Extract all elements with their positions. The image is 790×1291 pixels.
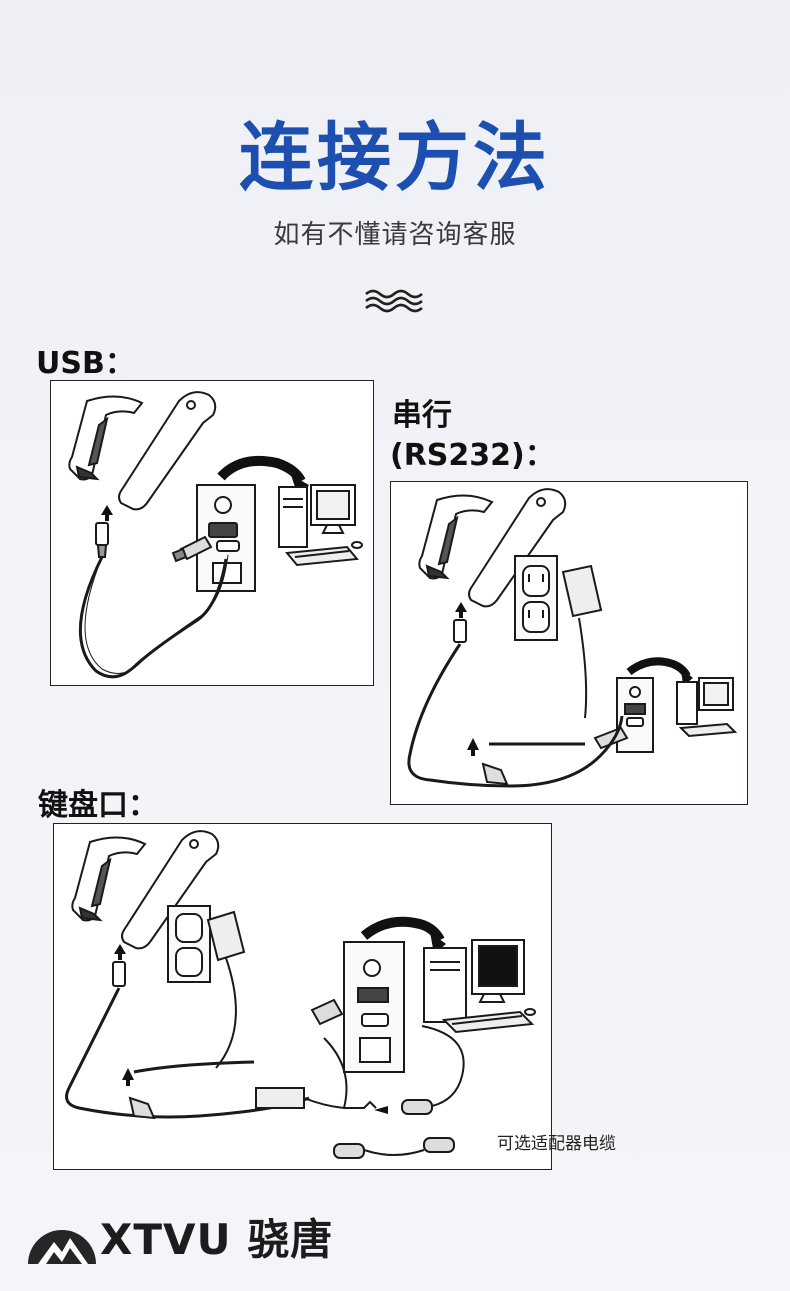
outlet-icon [514,555,558,641]
optional-adapter-caption: 可选适配器电缆 [497,1134,616,1154]
serial-connection-diagram [407,488,738,788]
serial-label-line1: 串行 [392,398,452,433]
page-title: 连接方法 [239,115,551,201]
keyboard-diagram-panel [53,823,552,1170]
computer-icon [278,484,363,567]
usb-label: USB： [36,346,135,381]
usb-diagram-panel [50,380,374,686]
usb-connection-diagram [68,391,363,679]
wave-icon [365,289,423,313]
page-subtitle: 如有不懂请咨询客服 [273,220,517,250]
scanner-icon [68,395,144,481]
serial-label-line2: (RS232)： [390,438,555,473]
keyboard-connection-diagram [65,830,536,1159]
brand-logo-icon [28,1230,96,1264]
brand-name: XTVU 骁唐 [100,1215,334,1264]
serial-diagram-panel [390,481,748,805]
adapter-icon [561,564,603,618]
keyboard-label: 键盘口： [38,788,158,823]
